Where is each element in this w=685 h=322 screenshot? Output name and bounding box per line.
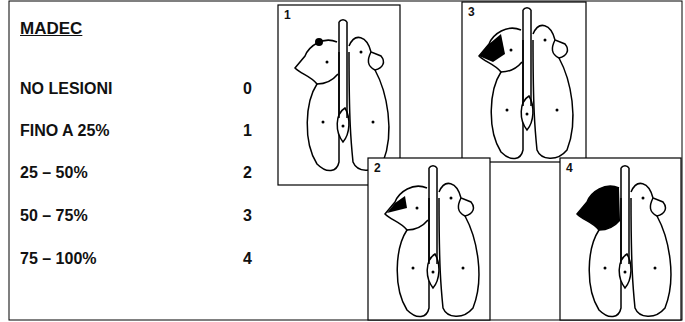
lesion-range: 75 – 100%	[20, 250, 97, 268]
outer-frame	[9, 1, 682, 320]
lesion	[577, 186, 620, 230]
lesion-range: 50 – 75%	[20, 207, 88, 225]
lesion-range: FINO A 25%	[20, 122, 110, 140]
diagram-title: MADEC	[20, 20, 82, 39]
lung-panel: 3	[462, 2, 586, 162]
lesion	[479, 34, 505, 62]
panel-number: 3	[462, 3, 475, 19]
panel-3	[462, 2, 586, 162]
score-number: 0	[243, 80, 252, 98]
panel-number: 1	[278, 6, 291, 22]
lesion	[315, 38, 323, 46]
score-number: 1	[243, 122, 252, 140]
lesion-range: NO LESIONI	[20, 80, 112, 98]
lung-panel: 1	[278, 5, 400, 185]
lesion	[387, 196, 407, 213]
lung-panel: 4	[560, 158, 681, 320]
lesion-range: 25 – 50%	[20, 164, 88, 182]
score-number: 2	[243, 164, 252, 182]
score-number: 4	[243, 250, 252, 268]
panel-number: 2	[368, 159, 381, 175]
panel-number: 4	[560, 159, 573, 175]
score-number: 3	[243, 207, 252, 225]
lung-panel: 2	[368, 158, 490, 320]
panel-4	[560, 158, 681, 320]
panel-2	[368, 158, 490, 320]
